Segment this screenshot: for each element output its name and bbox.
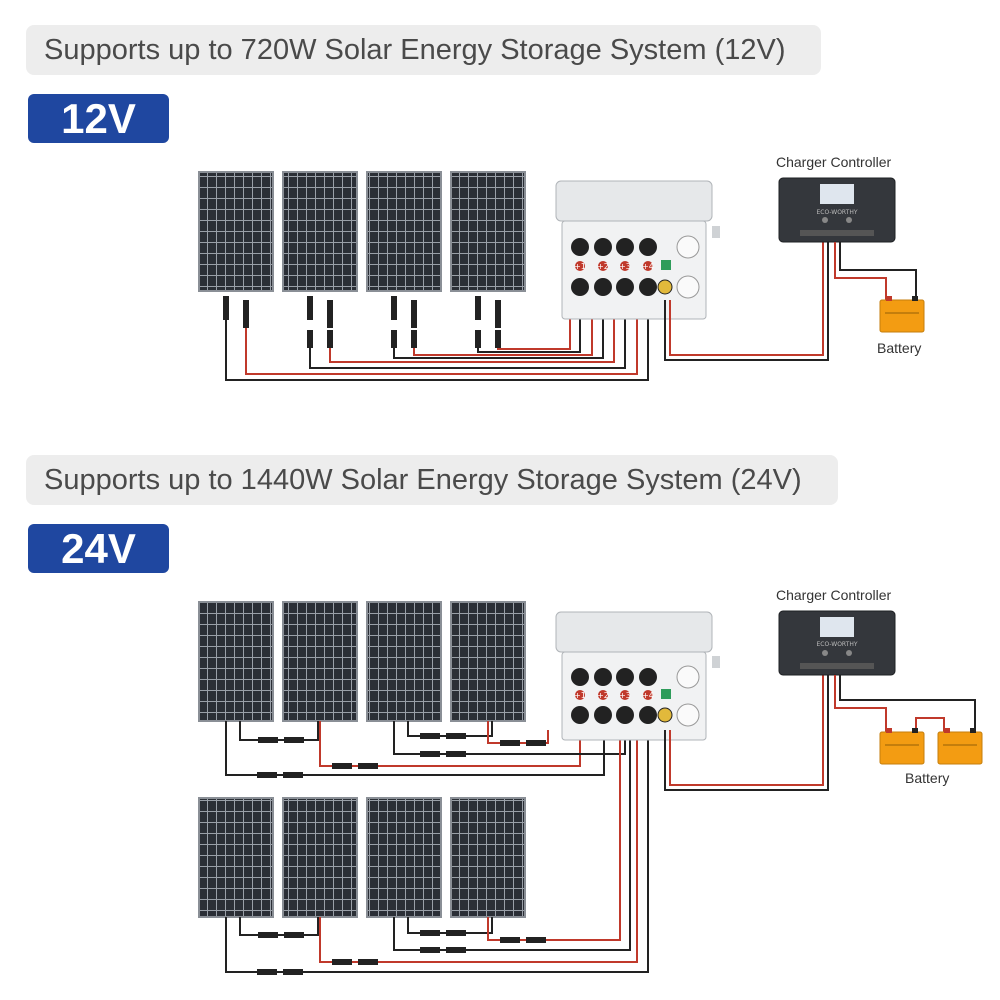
solar-panel <box>450 171 526 292</box>
charger-controller-12v: ECO-WORTHY <box>778 177 896 243</box>
charger-controller-label-12v: Charger Controller <box>776 154 892 170</box>
output-wire-positive <box>669 242 824 356</box>
output-wire-negative-24v <box>664 672 829 791</box>
svg-text:+2: +2 <box>597 262 609 271</box>
negative-wires <box>225 300 649 381</box>
charger-controller-label-24v: Charger Controller <box>776 587 892 603</box>
solar-panel <box>198 601 274 722</box>
svg-text:+3: +3 <box>619 691 631 700</box>
battery-24v-a <box>879 728 925 765</box>
svg-text:+1: +1 <box>574 262 586 271</box>
series-links-lower <box>225 730 649 975</box>
section-title-24v: Supports up to 1440W Solar Energy Storag… <box>26 455 838 505</box>
svg-text:+2: +2 <box>597 691 609 700</box>
series-links-upper <box>225 721 626 778</box>
battery-wire-positive-24v <box>834 675 887 732</box>
combiner-box-24v <box>555 611 720 741</box>
battery-wire-negative <box>839 242 917 300</box>
battery-12v <box>879 296 925 333</box>
svg-text:+3: +3 <box>619 262 631 271</box>
combiner-port-labels-24v: +1 +2 +3 +4 <box>574 690 654 700</box>
voltage-badge-12v: 12V <box>28 94 169 143</box>
wiring-diagram-12v: +1 +2 +3 +4 ECO-WORTHY <box>198 171 925 381</box>
battery-24v-b <box>937 728 983 765</box>
svg-text:ECO-WORTHY: ECO-WORTHY <box>816 209 857 216</box>
combiner-box-12v <box>555 180 720 320</box>
output-wire-negative <box>664 242 829 361</box>
battery-label-24v: Battery <box>905 770 950 786</box>
combiner-port-labels: +1 +2 +3 +4 <box>574 261 654 271</box>
solar-panel <box>366 797 442 918</box>
charger-controller-24v: ECO-WORTHY <box>778 610 896 676</box>
svg-text:ECO-WORTHY: ECO-WORTHY <box>816 641 857 648</box>
positive-wires <box>245 300 638 375</box>
battery-wire-negative-24v <box>839 675 976 732</box>
solar-panel <box>282 797 358 918</box>
battery-wire-positive <box>834 242 887 300</box>
solar-panel <box>450 797 526 918</box>
solar-panel <box>366 601 442 722</box>
mc4-connectors <box>223 296 501 348</box>
svg-text:+1: +1 <box>574 691 586 700</box>
section-title-12v: Supports up to 720W Solar Energy Storage… <box>26 25 821 75</box>
solar-panel <box>282 601 358 722</box>
battery-series-link <box>915 717 945 732</box>
solar-panel <box>282 171 358 292</box>
svg-text:+4: +4 <box>642 262 654 271</box>
solar-panel <box>198 171 274 292</box>
solar-panel <box>450 601 526 722</box>
battery-label-12v: Battery <box>877 340 922 356</box>
voltage-badge-24v: 24V <box>28 524 169 573</box>
wiring-diagram-24v: +1 +2 +3 +4 ECO-WORTHY <box>198 601 983 975</box>
solar-panel <box>366 171 442 292</box>
svg-text:+4: +4 <box>642 691 654 700</box>
solar-panel <box>198 797 274 918</box>
output-wire-positive-24v <box>669 672 824 786</box>
